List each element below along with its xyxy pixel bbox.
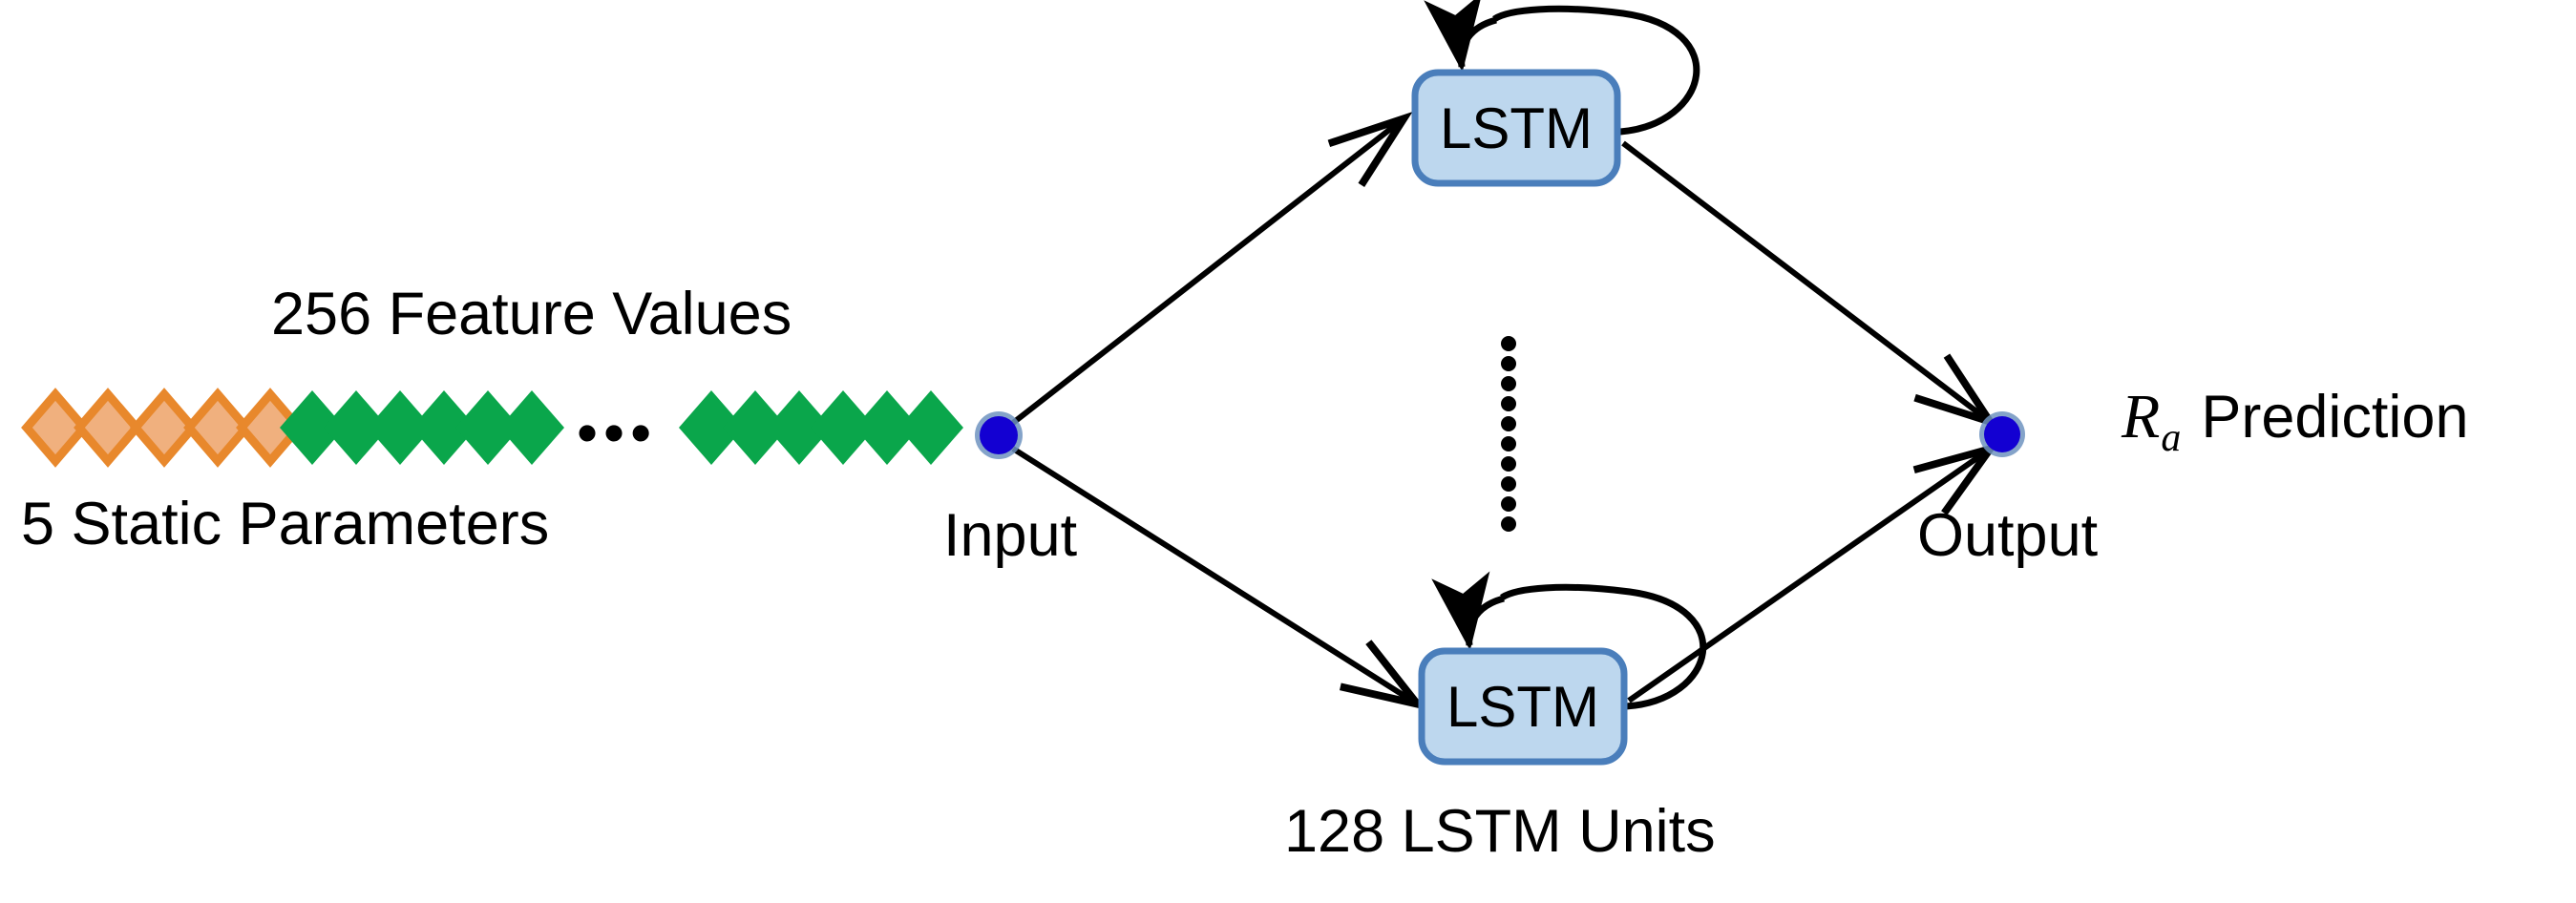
ellipsis-dot [1501,496,1516,512]
ellipsis-dot [1501,356,1516,371]
edge-bottom-lstm-to-output [1627,451,1988,704]
ellipsis-dot [1501,336,1516,351]
output-node[interactable] [1979,411,2025,457]
edge-top-lstm-to-output [1621,140,1988,420]
prediction-symbol: R [2122,382,2161,452]
lstm-cell-top-box[interactable] [1411,69,1621,187]
recurrent-self-loop-bottom [1500,583,1707,710]
static-parameter-diamond [74,388,142,468]
feature-value-diamond [767,390,832,465]
input-node-dot[interactable] [980,416,1018,454]
feature-value-diamond [455,390,520,465]
feature-value-diamond [368,390,433,465]
feature-value-diamond [679,390,744,465]
prediction-subscript: a [2161,416,2182,460]
ellipsis-dot [1501,516,1516,532]
vertical-ellipsis-dots [1501,336,1516,532]
edge-input-to-bottom-lstm [1011,446,1415,703]
output-node-dot[interactable] [1984,416,2020,452]
lstm-cell-top[interactable]: LSTM [1411,69,1621,187]
recurrent-arrowhead-bottom [1431,571,1505,651]
feature-value-diamonds-right [679,390,963,465]
feature-value-diamond [723,390,788,465]
ellipsis-dot [1501,396,1516,411]
edge-group [1011,120,1988,704]
feature-value-diamond [811,390,876,465]
feature-value-diamond [855,390,919,465]
ellipsis-dot [1501,456,1516,472]
horizontal-ellipsis: ••• [577,400,658,467]
static-parameters-caption: 5 Static Parameters [21,491,550,557]
lstm-cell-bottom-box[interactable] [1418,647,1628,766]
input-node[interactable] [975,411,1023,459]
ellipsis-dot [1501,376,1516,391]
lstm-cell-top-label: LSTM [1440,96,1593,160]
lstm-units-caption: 128 LSTM Units [1284,798,1716,865]
static-parameter-diamonds [21,388,305,468]
ellipsis-dot [1501,476,1516,492]
feature-value-diamond [898,390,963,465]
recurrent-arrowhead-top [1424,0,1497,73]
lstm-cell-bottom-label: LSTM [1446,675,1599,739]
lstm-cell-bottom[interactable]: LSTM [1418,647,1628,766]
input-node-label: Input [943,502,1078,569]
feature-value-diamond [412,390,476,465]
static-parameter-diamond [236,388,305,468]
output-node-label: Output [1917,502,2099,569]
static-parameter-diamond [130,388,199,468]
recurrent-self-loop-top [1492,5,1700,136]
ellipsis-dot [1501,436,1516,452]
edge-input-to-top-lstm [1011,120,1402,426]
static-parameter-diamond [21,388,90,468]
feature-value-diamond [324,390,389,465]
feature-value-diamonds-left [280,390,564,465]
feature-value-diamond [499,390,564,465]
feature-value-diamond [280,390,345,465]
static-parameter-diamond [183,388,252,468]
prediction-word: Prediction [2201,384,2469,451]
feature-values-caption: 256 Feature Values [271,281,792,347]
ellipsis-dot [1501,416,1516,431]
